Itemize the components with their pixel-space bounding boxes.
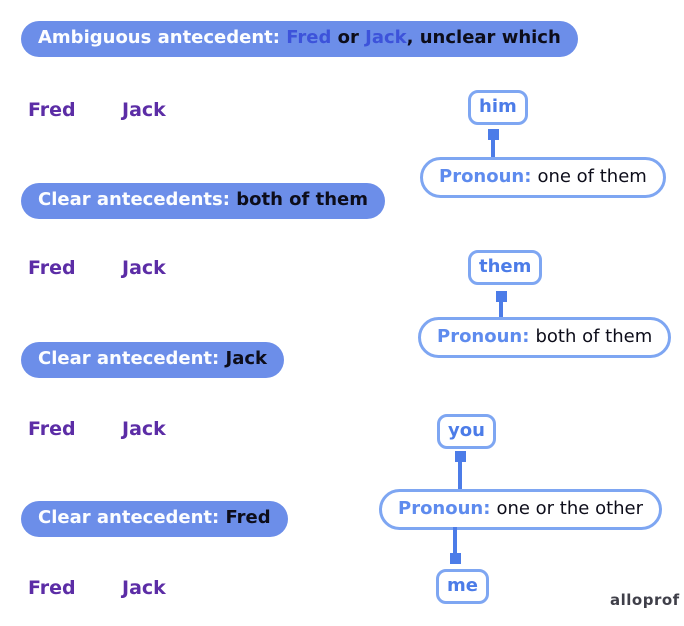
banner-rest: both of them <box>236 189 369 210</box>
connector-arrow-square-1 <box>488 129 499 140</box>
banner-clear-antecedent-fred: Clear antecedent: Fred <box>21 501 288 537</box>
banner-ambiguous-antecedent: Ambiguous antecedent: Fred or Jack, uncl… <box>21 21 578 57</box>
pronoun-box-me: me <box>436 569 489 604</box>
label-fred-4: Fred <box>28 577 76 599</box>
banner-or: or <box>331 27 366 48</box>
label-fred-2: Fred <box>28 257 76 279</box>
connector-line-2 <box>499 300 503 318</box>
label-jack-4: Jack <box>122 577 166 599</box>
label-fred-1: Fred <box>28 99 76 121</box>
label-jack-3: Jack <box>122 418 166 440</box>
pronoun-box-you: you <box>437 414 496 449</box>
banner-prefix: Clear antecedents: <box>38 189 237 210</box>
alloprof-watermark: alloprof <box>610 591 680 609</box>
banner-name-jack: Jack <box>365 27 407 48</box>
banner-suffix: , unclear which <box>406 27 561 48</box>
connector-line-3 <box>458 460 462 489</box>
banner-rest: Jack <box>225 348 267 369</box>
connector-line-1 <box>491 138 495 159</box>
banner-name-fred: Fred <box>286 27 332 48</box>
callout-label-1: Pronoun: <box>439 166 532 187</box>
banner-prefix: Clear antecedent: <box>38 348 226 369</box>
banner-prefix: Clear antecedent: <box>38 507 226 528</box>
banner-clear-antecedents-both: Clear antecedents: both of them <box>21 183 386 219</box>
banner-rest: Fred <box>225 507 271 528</box>
banner-clear-antecedent-jack: Clear antecedent: Jack <box>21 342 284 378</box>
label-jack-1: Jack <box>122 99 166 121</box>
callout-pronoun-one-or-the-other: Pronoun:one or the other <box>379 489 663 530</box>
label-jack-2: Jack <box>122 257 166 279</box>
pronoun-box-him: him <box>468 90 528 125</box>
callout-label-3: Pronoun: <box>398 498 491 519</box>
callout-pronoun-one-of-them: Pronoun:one of them <box>420 157 666 198</box>
label-fred-3: Fred <box>28 418 76 440</box>
pronoun-box-them: them <box>468 250 543 285</box>
callout-text-2: both of them <box>535 326 653 347</box>
connector-arrow-square-3 <box>455 451 466 462</box>
callout-label-2: Pronoun: <box>437 326 530 347</box>
callout-pronoun-both-of-them: Pronoun:both of them <box>418 317 672 358</box>
callout-text-3: one or the other <box>496 498 644 519</box>
connector-line-4 <box>453 527 457 556</box>
callout-text-1: one of them <box>537 166 647 187</box>
banner-prefix: Ambiguous antecedent: <box>38 27 287 48</box>
connector-arrow-square-4 <box>450 553 461 564</box>
connector-arrow-square-2 <box>496 291 507 302</box>
